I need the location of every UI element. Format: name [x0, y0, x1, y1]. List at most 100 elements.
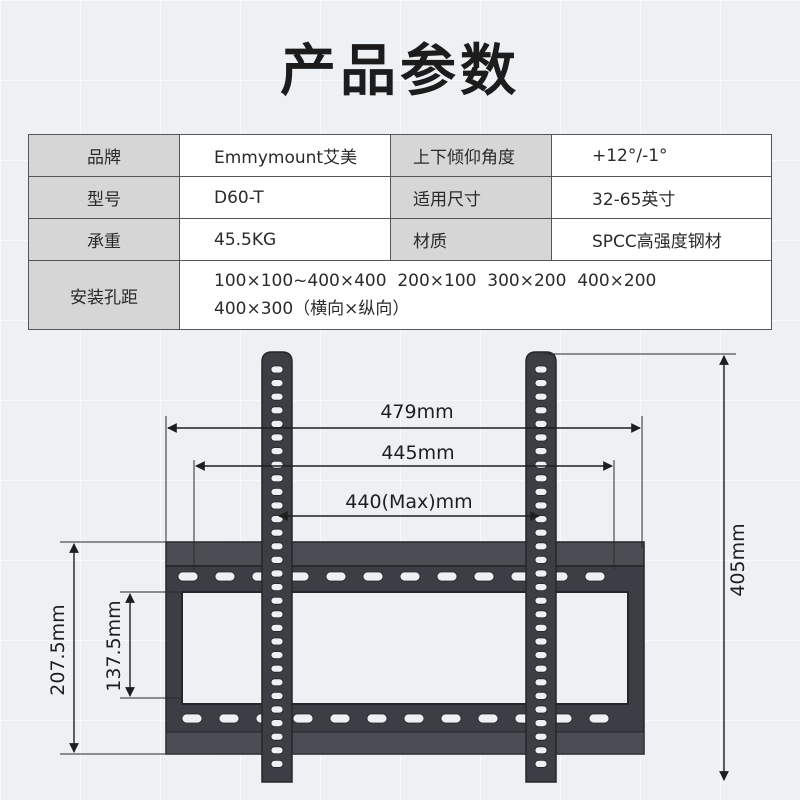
arm-hole — [534, 474, 548, 483]
load-label: 承重 — [28, 218, 180, 261]
model-label: 型号 — [28, 176, 180, 219]
load-value: 45.5KG — [179, 218, 391, 261]
plate-slot — [292, 713, 314, 724]
plate-slot — [329, 713, 351, 724]
plate-slot — [214, 571, 236, 582]
plate-slot — [218, 713, 240, 724]
height-plate-label: 207.5mm — [47, 604, 69, 695]
plate-slot — [366, 713, 388, 724]
arm-hole — [534, 651, 548, 659]
arm-hole — [534, 596, 548, 605]
arm-hole — [270, 501, 284, 510]
arm-hole — [270, 406, 284, 415]
arm-hole — [270, 447, 284, 456]
arm-hole — [534, 501, 548, 510]
left-arm-holes — [270, 365, 284, 768]
arm-hole — [270, 746, 284, 755]
table-row: 型号 D60-T 适用尺寸 32-65英寸 — [28, 176, 772, 219]
arm-hole — [270, 460, 284, 469]
size-value: 32-65英寸 — [551, 176, 772, 219]
table-row: 承重 45.5KG 材质 SPCC高强度钢材 — [28, 218, 772, 261]
arm-hole — [270, 474, 284, 483]
arm-hole — [534, 678, 548, 687]
plate-slot — [177, 571, 199, 582]
arm-hole — [270, 637, 284, 646]
model-value: D60-T — [179, 176, 391, 219]
arm-hole — [534, 692, 548, 700]
arm-hole — [270, 624, 284, 632]
arm-hole — [534, 392, 548, 401]
vesa-line-1: 100×100~400×400 200×100 300×200 400×200 — [214, 271, 657, 291]
material-label: 材质 — [390, 218, 552, 261]
material-value: SPCC高强度钢材 — [551, 218, 772, 261]
plate-slot — [181, 713, 203, 724]
arm-hole — [534, 746, 548, 755]
arm-hole — [534, 624, 548, 632]
arm-hole — [270, 433, 284, 442]
tilt-label: 上下倾仰角度 — [390, 134, 552, 177]
plate-slot — [477, 713, 499, 724]
spec-table: 品牌 Emmymount艾美 上下倾仰角度 +12°/-1° 型号 D60-T … — [28, 134, 772, 330]
vesa-value: 100×100~400×400 200×100 300×200 400×200 … — [179, 260, 772, 330]
width-mid-label: 445mm — [381, 442, 454, 464]
dimension-guides — [60, 353, 736, 755]
arm-hole — [270, 487, 284, 496]
arm-hole — [270, 528, 284, 537]
wall-plate — [165, 541, 645, 755]
arm-hole — [270, 365, 284, 374]
width-outer-label: 479mm — [380, 401, 453, 423]
dimension-arrows — [69, 355, 729, 781]
arm-hole — [270, 651, 284, 659]
arm-hole — [270, 664, 284, 673]
arm-hole — [270, 542, 284, 551]
arm-hole — [270, 569, 284, 578]
page-title: 产品参数 — [280, 39, 520, 104]
size-label: 适用尺寸 — [390, 176, 552, 219]
vesa-label: 安装孔距 — [28, 260, 180, 330]
plate-slot — [403, 713, 425, 724]
arm-hole — [534, 732, 548, 741]
arm-hole — [534, 719, 548, 727]
arm-hole — [270, 419, 284, 428]
arm-hole — [270, 556, 284, 564]
arm-hole — [270, 379, 284, 388]
arm-hole — [270, 719, 284, 727]
arm-hole — [534, 460, 548, 469]
plate-slot — [440, 713, 462, 724]
table-row: 品牌 Emmymount艾美 上下倾仰角度 +12°/-1° — [28, 134, 772, 177]
plate-slots — [177, 571, 610, 724]
arm-hole — [534, 447, 548, 456]
arm-hole — [270, 692, 284, 700]
arm-hole — [534, 365, 548, 374]
plate-slot — [473, 571, 495, 582]
arm-hole — [534, 406, 548, 415]
arm-hole — [534, 637, 548, 646]
plate-slot — [584, 571, 606, 582]
arm-hole — [270, 678, 284, 687]
plate-slot — [399, 571, 421, 582]
arm-hole — [534, 556, 548, 564]
arm-hole — [534, 433, 548, 442]
arm-hole — [270, 392, 284, 401]
arm-hole — [534, 610, 548, 619]
arm-hole — [534, 542, 548, 551]
arm-hole — [534, 487, 548, 496]
right-arm — [525, 351, 557, 783]
arm-hole — [534, 664, 548, 673]
table-row: 安装孔距 100×100~400×400 200×100 300×200 400… — [28, 260, 772, 330]
plate-slot — [588, 713, 610, 724]
arm-hole — [270, 732, 284, 741]
plate-slot — [362, 571, 384, 582]
arm-hole — [534, 583, 548, 591]
tilt-value: +12°/-1° — [551, 134, 772, 177]
left-arm — [261, 351, 293, 783]
width-max-label: 440(Max)mm — [345, 491, 472, 513]
brand-value: Emmymount艾美 — [179, 134, 391, 177]
arm-hole — [534, 379, 548, 388]
arm-hole — [270, 705, 284, 714]
plate-slot — [436, 571, 458, 582]
arm-hole — [270, 610, 284, 619]
arm-hole — [270, 583, 284, 591]
arm-hole — [534, 419, 548, 428]
